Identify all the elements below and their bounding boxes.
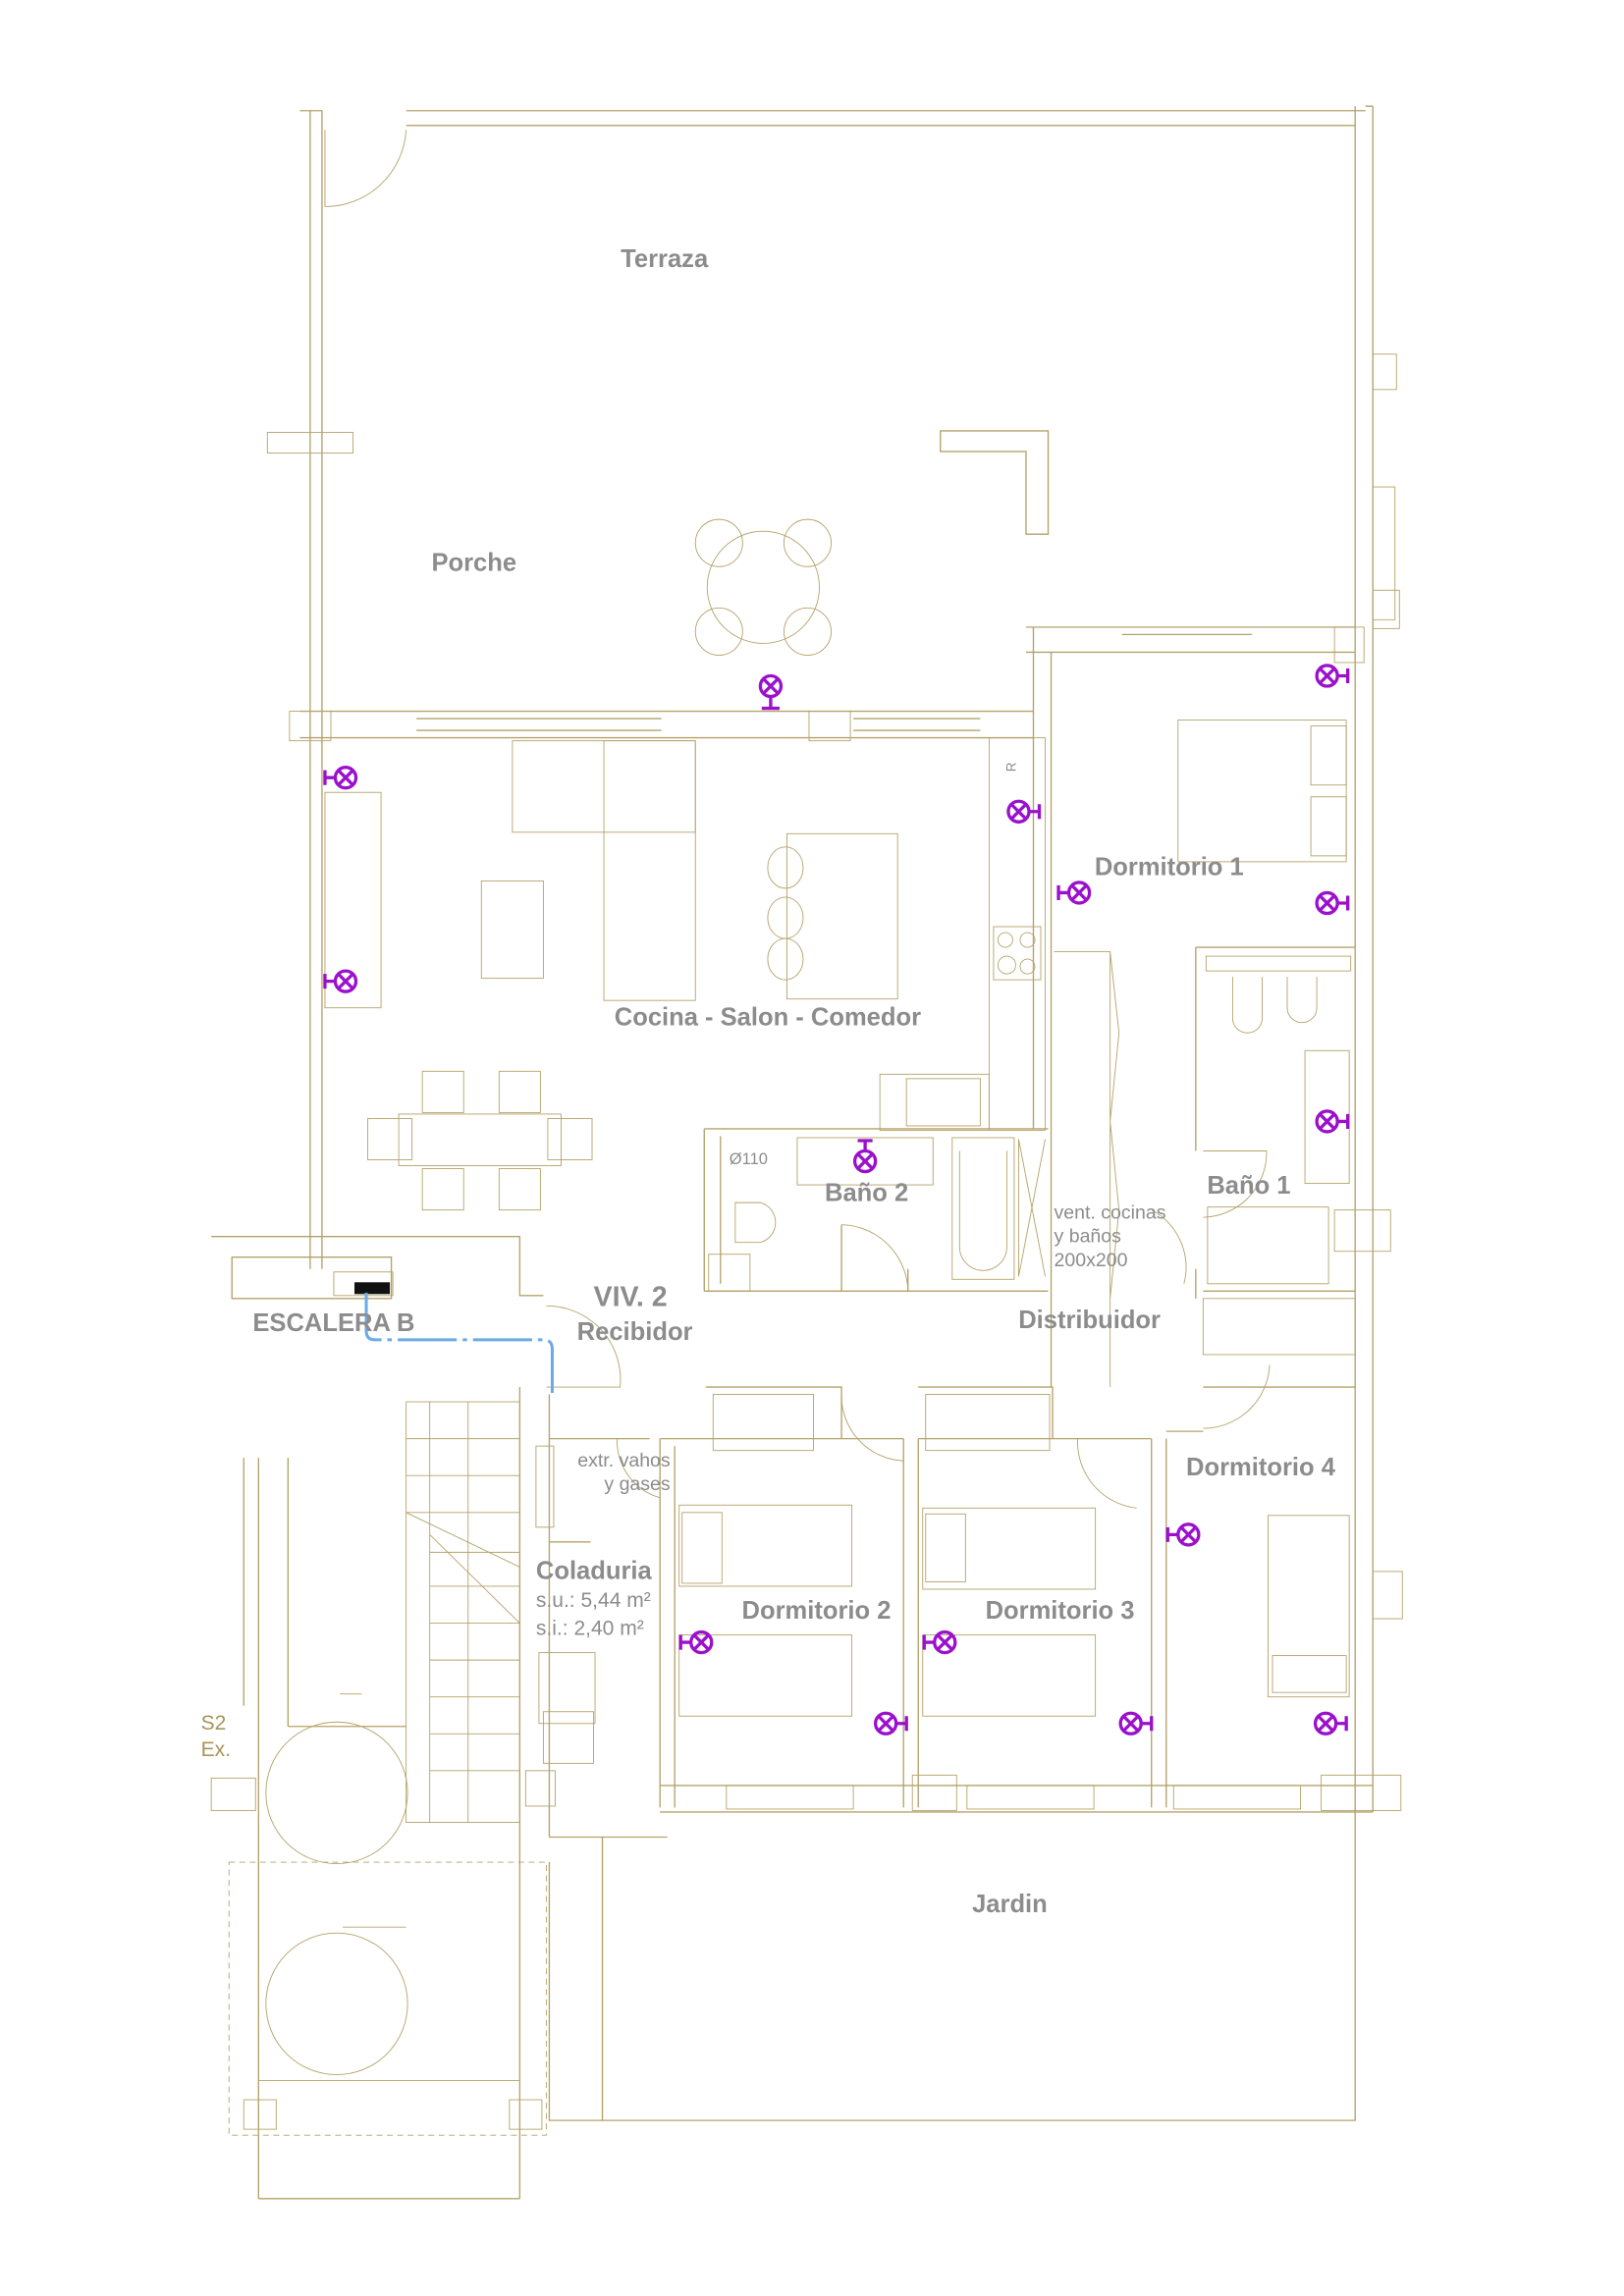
wall-light-icon: [1315, 890, 1350, 916]
fridge-label: R: [1003, 762, 1018, 772]
wall-light-icon: [1006, 799, 1042, 824]
room-label-bano-1: Baño 1: [1207, 1172, 1290, 1200]
meter-box-icon: [354, 1282, 391, 1295]
wall-light-icon: [1165, 1522, 1201, 1547]
room-label-recibidor: Recibidor: [577, 1318, 693, 1346]
wall-light-icon: [922, 1629, 957, 1655]
stair-label: ESCALERA B: [252, 1309, 414, 1337]
light-fixtures: [323, 664, 1350, 1735]
wall-light-icon: [1315, 664, 1350, 688]
wall-light-icon: [1313, 1711, 1348, 1735]
room-label-bano-2: Baño 2: [825, 1180, 908, 1207]
ventilation-note-1: vent. cocinas: [1055, 1202, 1166, 1224]
exit-label-s2: S2: [201, 1712, 227, 1735]
room-labels: Terraza Porche Cocina - Salon - Comedor …: [252, 245, 1335, 1918]
wall-light-icon: [323, 766, 358, 790]
room-label-cocina-salon-comedor: Cocina - Salon - Comedor: [615, 1004, 921, 1032]
room-label-terraza: Terraza: [621, 245, 709, 273]
wall-light-icon: [678, 1629, 714, 1655]
wall-light-icon: [852, 1139, 878, 1174]
wall-light-icon: [1315, 1109, 1350, 1134]
exit-label-ex: Ex.: [201, 1738, 231, 1761]
annotations: s.u.: 5,44 m² s.i.: 2,40 m² extr. vahos …: [201, 762, 1166, 1761]
room-label-dormitorio-3: Dormitorio 3: [986, 1597, 1135, 1625]
wall-light-icon: [323, 969, 358, 993]
wall-light-icon: [873, 1711, 908, 1735]
room-label-distribuidor: Distribuidor: [1018, 1307, 1161, 1334]
dwelling-label: VIV. 2: [594, 1281, 668, 1312]
diameter-note: Ø110: [730, 1149, 768, 1168]
extraction-note-1: extr. vahos: [577, 1450, 671, 1471]
interior-area: s.i.: 2,40 m²: [536, 1618, 644, 1640]
room-label-porche: Porche: [431, 550, 516, 577]
wall-light-icon: [1056, 881, 1092, 905]
extraction-note-2: y gases: [604, 1473, 671, 1495]
room-label-dormitorio-1: Dormitorio 1: [1095, 853, 1244, 881]
ventilation-note-2: y baños: [1055, 1226, 1122, 1248]
walls: [210, 105, 1403, 2200]
room-label-jardin: Jardin: [972, 1891, 1048, 1918]
room-label-coladuria: Coladuria: [536, 1557, 653, 1584]
room-label-dormitorio-4: Dormitorio 4: [1186, 1454, 1336, 1481]
ventilation-note-3: 200x200: [1055, 1250, 1128, 1271]
wall-light-icon: [1118, 1711, 1154, 1735]
water-pipe: [364, 1292, 554, 1394]
ceiling-light-icon: [758, 673, 784, 711]
room-label-dormitorio-2: Dormitorio 2: [742, 1597, 892, 1625]
useful-area: s.u.: 5,44 m²: [536, 1589, 651, 1612]
